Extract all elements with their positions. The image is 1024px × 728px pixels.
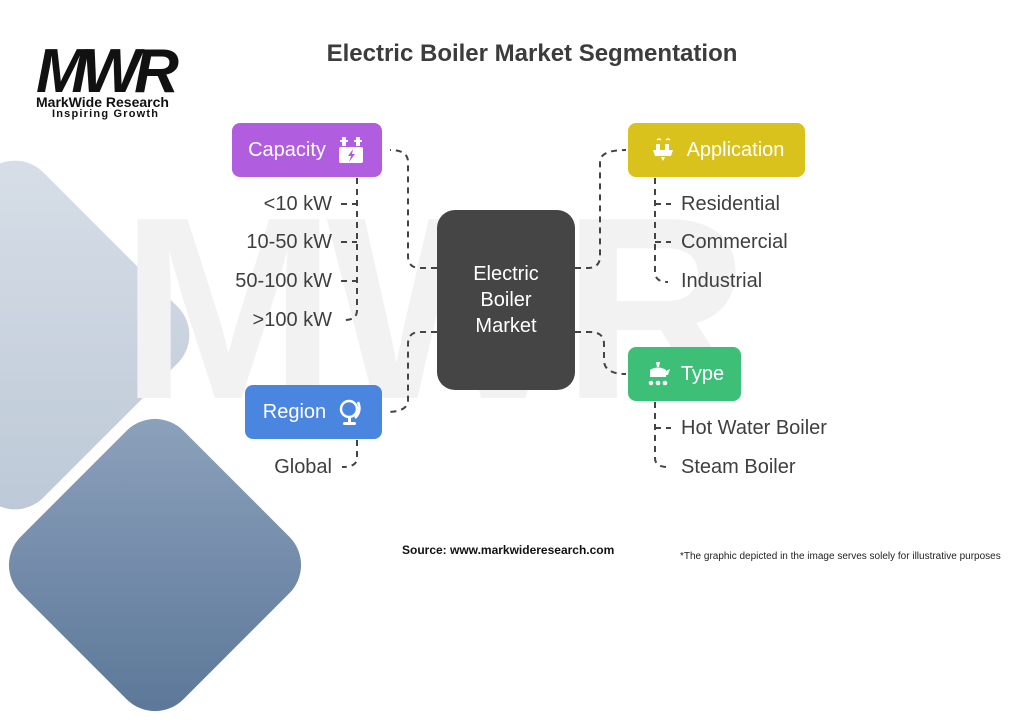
center-node: Electric Boiler Market: [437, 210, 575, 390]
connector-lines: [341, 149, 671, 468]
type-item: Hot Water Boiler: [681, 417, 827, 439]
region-label: Region: [262, 400, 327, 423]
logo-tagline: Inspiring Growth: [52, 108, 160, 120]
application-item: Commercial: [681, 231, 788, 253]
disclaimer-text: *The graphic depicted in the image serve…: [680, 551, 1001, 562]
type-label: Type: [680, 362, 725, 385]
application-node: Application: [628, 123, 805, 177]
center-line: Boiler: [480, 289, 532, 311]
source-text: Source: www.markwideresearch.com: [402, 543, 615, 557]
page-title: Electric Boiler Market Segmentation: [326, 40, 738, 67]
center-line: Electric: [473, 263, 539, 285]
capacity-item: 50-100 kW: [235, 270, 332, 292]
watermark: MWR: [120, 164, 750, 454]
logo-name: MarkWide Research: [36, 94, 169, 110]
boiler-icon: [648, 362, 670, 386]
application-item: Residential: [681, 193, 780, 215]
capacity-item: <10 kW: [263, 193, 332, 215]
application-item: Industrial: [681, 270, 763, 292]
center-line: Market: [475, 315, 537, 337]
capacity-label: Capacity: [248, 138, 326, 161]
globe-icon: [339, 399, 361, 425]
type-item: Steam Boiler: [681, 456, 796, 478]
capacity-node: Capacity: [232, 123, 382, 177]
power-plant-icon: [338, 137, 363, 163]
region-node: Region: [245, 385, 382, 439]
factory-icon: [652, 138, 673, 161]
type-node: Type: [628, 347, 741, 401]
region-item: Global: [274, 456, 332, 478]
capacity-item: 10-50 kW: [246, 231, 332, 253]
application-label: Application: [686, 138, 785, 161]
capacity-item: >100 kW: [252, 309, 332, 331]
logo-mark: MWR: [36, 37, 179, 106]
